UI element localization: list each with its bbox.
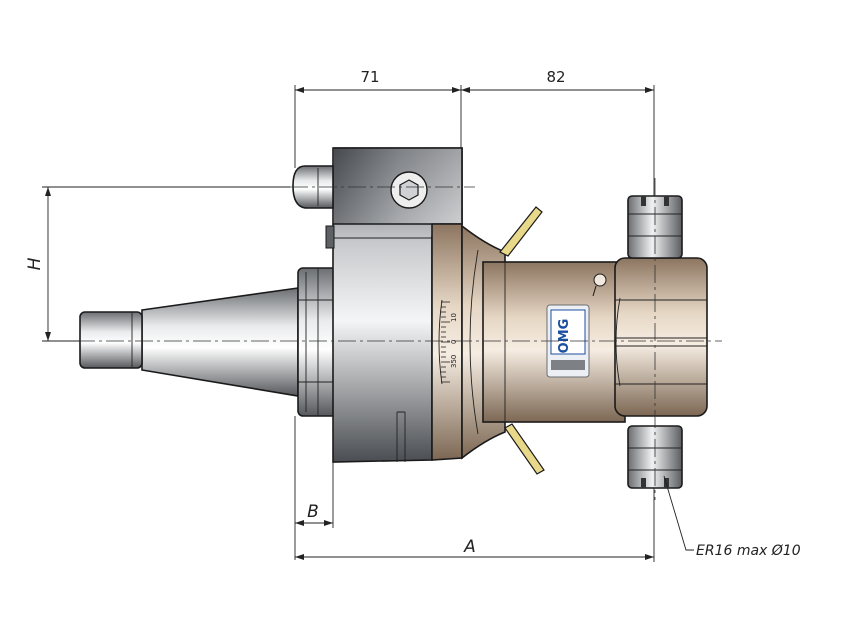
dimension-h-label: H — [25, 257, 45, 270]
scale-tick-label-0: 0 — [450, 340, 458, 344]
angle-scale: 10 0 350 — [438, 299, 458, 385]
dimension-82-label: 82 — [546, 68, 565, 86]
logo: OMG — [546, 304, 590, 378]
taper-shank — [79, 287, 299, 397]
flange — [297, 267, 339, 417]
angle-head — [431, 223, 708, 461]
dimension-71: 71 — [294, 68, 462, 168]
collet-callout-label: ER16 max Ø10 — [696, 543, 801, 559]
hex-screw-icon — [390, 171, 428, 209]
collet-callout: ER16 max Ø10 — [663, 475, 801, 559]
dimension-b: B — [294, 416, 334, 560]
key-icon — [592, 273, 607, 297]
dimension-a: A — [295, 488, 655, 562]
dimension-71-label: 71 — [360, 68, 379, 86]
center-lines — [48, 178, 722, 500]
logo-letters: OMG — [557, 319, 572, 354]
dimension-a-label: A — [463, 537, 476, 557]
adjustment-arm-bottom — [504, 423, 545, 475]
dimension-b-label: B — [307, 502, 319, 522]
adjustment-arm-top — [499, 206, 543, 257]
dimension-h: H — [25, 186, 290, 342]
scale-tick-label-10: 10 — [450, 313, 458, 322]
scale-tick-label-350: 350 — [450, 355, 458, 368]
dimension-82: 82 — [461, 68, 655, 196]
